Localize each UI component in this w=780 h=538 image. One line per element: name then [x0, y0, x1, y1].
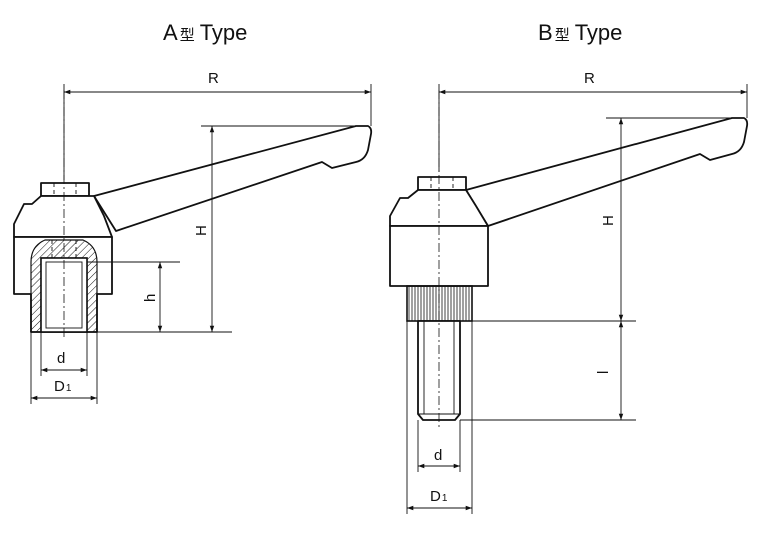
type-b-dim-d1-label: D1	[430, 488, 448, 505]
type-a-dim-h-small-label: h	[142, 294, 159, 302]
type-b-dim-r-label: R	[584, 70, 595, 87]
type-b-lever-arm	[465, 117, 749, 227]
type-b-dim-l-label: l	[595, 371, 612, 374]
type-a-screw-head	[40, 182, 90, 197]
type-a-lever-arm	[93, 125, 373, 232]
type-b-knurled-nut	[406, 285, 473, 322]
type-b-hub-cap	[389, 189, 489, 227]
type-a-dim-d1-label: D1	[54, 378, 72, 395]
type-a-dim-r-label: R	[208, 70, 219, 87]
type-a-dim-d-label: d	[57, 350, 65, 367]
type-b-dim-h-label: H	[600, 215, 617, 226]
type-b-screw-head	[417, 176, 467, 191]
type-a-bore-section	[30, 239, 98, 333]
type-a-dim-h-label: H	[193, 225, 210, 236]
type-a-hub-cap	[13, 195, 113, 238]
type-b-dim-d-label: d	[434, 447, 442, 464]
